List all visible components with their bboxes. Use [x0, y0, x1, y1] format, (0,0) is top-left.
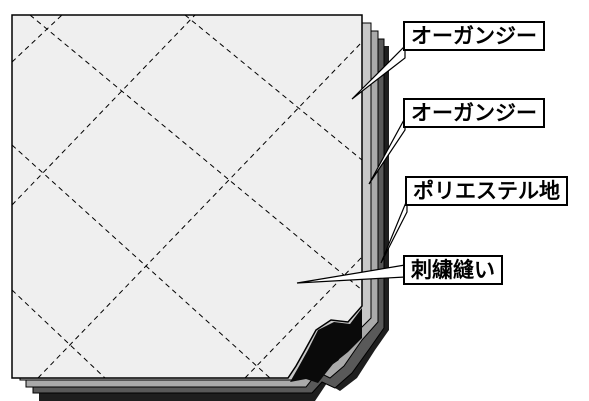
label-top-organza: オーガンジー — [403, 21, 545, 51]
embroidery-stitches — [11, 14, 363, 379]
stitch-line — [11, 144, 271, 379]
stitch-line — [244, 256, 363, 379]
leader-polyester — [380, 199, 408, 264]
corner-curl — [290, 308, 362, 383]
label-second-organza: オーガンジー — [403, 98, 545, 128]
label-polyester: ポリエステル地 — [405, 176, 568, 206]
top-organza-sheet — [11, 14, 363, 379]
stitch-line — [11, 289, 106, 379]
stitch-line — [11, 14, 63, 63]
label-embroidery: 刺繍縫い — [403, 255, 503, 285]
leader-lines — [296, 44, 408, 284]
stitch-line — [37, 41, 363, 379]
stitch-line — [11, 14, 196, 206]
leader-top-organza — [351, 44, 406, 100]
stitch-line — [184, 14, 363, 161]
